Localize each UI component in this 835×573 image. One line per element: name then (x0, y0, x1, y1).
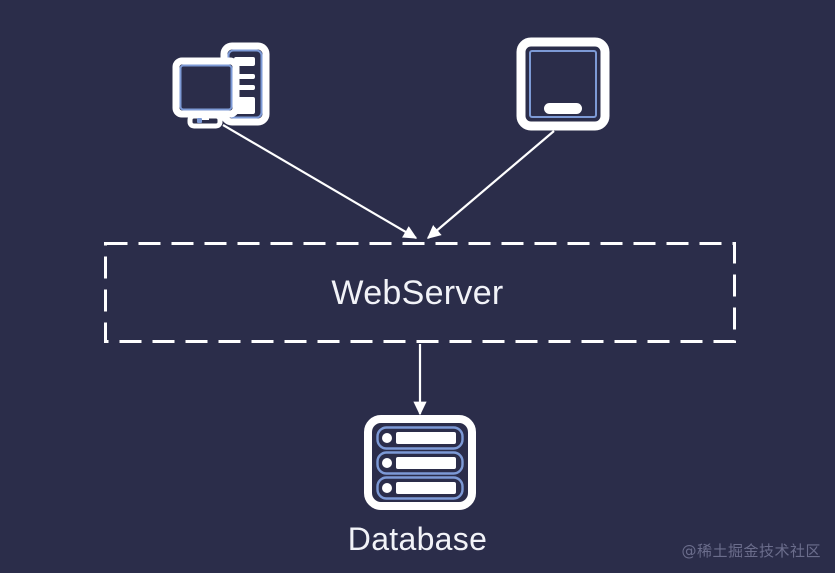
database-server-icon[interactable] (364, 415, 476, 510)
webserver-label: WebServer (331, 274, 504, 312)
database-label: Database (347, 521, 488, 557)
watermark-text: @稀土掘金技术社区 (681, 542, 821, 560)
edge-desktop-to-webserver (222, 124, 418, 239)
tablet-device-icon[interactable] (516, 37, 610, 131)
edge-tablet-to-webserver (426, 130, 555, 239)
webserver-container[interactable] (104, 242, 736, 343)
desktop-computer-icon[interactable] (172, 42, 270, 129)
